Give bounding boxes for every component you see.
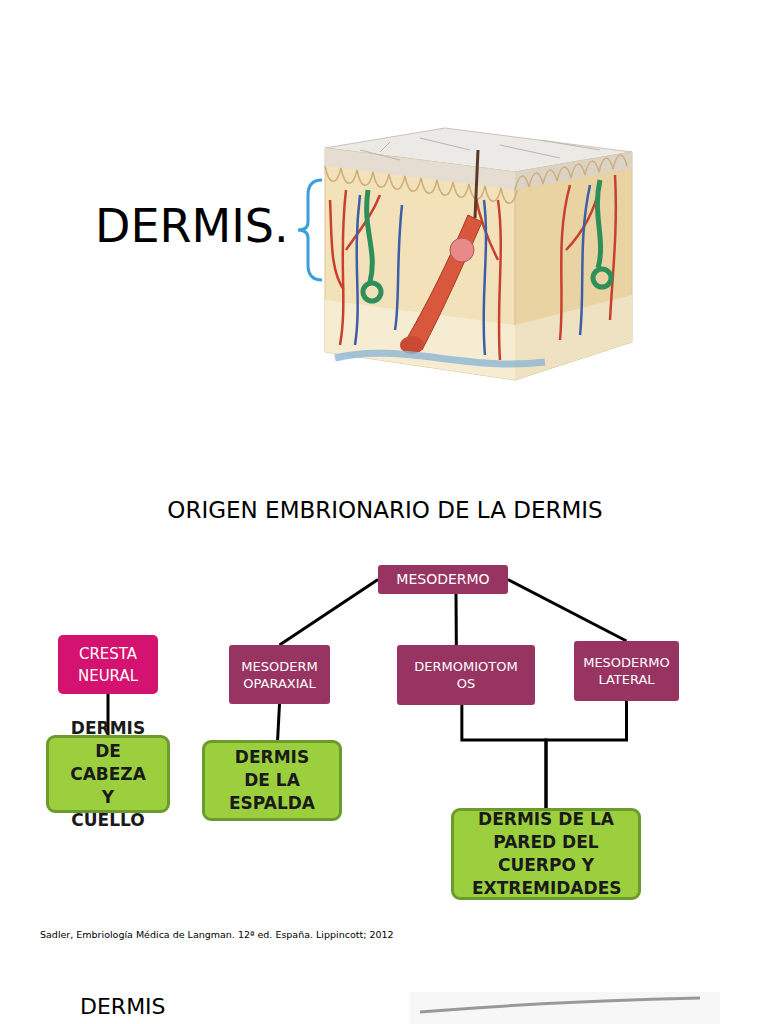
- partial-image-stroke: [420, 998, 700, 1012]
- result-box: DERMIS DE LA PARED DEL CUERPO Y EXTREMID…: [451, 808, 641, 900]
- node-text: MESODERMO: [384, 571, 502, 588]
- origin-box: DERMOMIOTOMOS: [397, 645, 535, 705]
- diagram-title: ORIGEN EMBRIONARIO DE LA DERMIS: [165, 495, 605, 525]
- connector-line: [462, 705, 546, 808]
- hypodermis-front: [325, 300, 515, 380]
- curly-bracket: [298, 180, 322, 280]
- deep-vessel: [335, 353, 545, 364]
- node-text: MESODERMOLATERAL: [582, 654, 671, 688]
- surface-creases: [360, 138, 600, 160]
- connector-line: [508, 580, 627, 642]
- dermal-papillae: [325, 166, 517, 203]
- connector-line: [546, 701, 627, 808]
- citation-note: Sadler, Embriología Médica de Langman. 1…: [40, 929, 405, 941]
- sweat-gland: [593, 269, 611, 287]
- sweat-duct: [367, 190, 373, 282]
- hypodermis-side: [515, 295, 632, 380]
- sweat-duct: [597, 180, 600, 268]
- partial-image: [410, 992, 720, 1024]
- slide-heading: DERMIS.: [95, 198, 315, 254]
- vein: [355, 185, 590, 355]
- origin-box: MESODERMOLATERAL: [574, 641, 679, 701]
- hair-follicle: [405, 215, 482, 350]
- artery: [330, 175, 616, 360]
- hair-shaft: [475, 150, 478, 218]
- sebaceous-gland: [450, 238, 474, 262]
- node-text: MESODERMOPARAXIAL: [237, 658, 322, 692]
- node-text: DERMIS DE CABEZA Y CUELLO: [67, 717, 149, 832]
- node-text: DERMIS DE LA PARED DEL CUERPO Y EXTREMID…: [472, 808, 620, 900]
- origin-box: MESODERMO: [378, 565, 508, 594]
- node-text: CRESTA NEURAL: [64, 643, 152, 687]
- result-box: DERMIS DE LA ESPALDA: [202, 740, 342, 821]
- node-text: DERMOMIOTOMOS: [413, 658, 519, 692]
- connector-line: [280, 580, 379, 646]
- sweat-gland: [363, 283, 381, 301]
- origin-box: CRESTA NEURAL: [58, 635, 158, 694]
- node-text: DERMIS DE LA ESPALDA: [227, 746, 317, 815]
- connector-line: [455, 594, 458, 645]
- origin-box: MESODERMOPARAXIAL: [229, 645, 330, 704]
- connector-line: [278, 704, 280, 740]
- slide-heading: DERMIS: [80, 994, 280, 1020]
- result-box: DERMIS DE CABEZA Y CUELLO: [46, 735, 170, 813]
- dermal-papillae: [515, 155, 627, 190]
